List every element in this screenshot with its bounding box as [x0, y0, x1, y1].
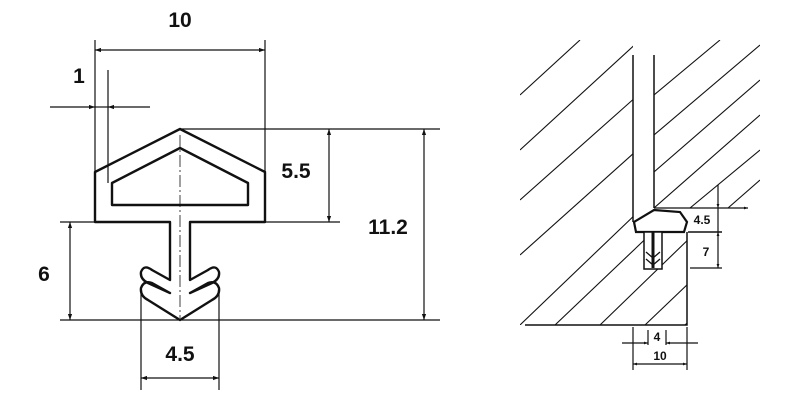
dim-rebate-width: 10 — [653, 349, 667, 363]
dim-stem-height: 6 — [38, 263, 50, 286]
hatched-sash — [654, 40, 760, 208]
dim-barb-width: 4.5 — [165, 343, 195, 366]
seal-inner-hollow — [110, 146, 250, 207]
dim-wall-thickness: 1 — [73, 65, 85, 88]
profile-view: 10 1 5.5 11.2 6 4.5 — [38, 9, 440, 390]
dim-installed-head-height: 4.5 — [694, 213, 711, 227]
dim-head-height: 5.5 — [281, 160, 311, 183]
dim-groove-depth: 7 — [703, 245, 710, 259]
installed-view: 4.5 7 4 10 — [520, 40, 760, 370]
dim-overall-width: 10 — [168, 9, 191, 32]
seal-installed — [632, 208, 689, 234]
dim-overall-height: 11.2 — [368, 216, 408, 239]
dim-groove-width: 4 — [654, 330, 661, 344]
seal-outer-outline — [93, 127, 267, 322]
hatched-frame — [520, 40, 687, 325]
